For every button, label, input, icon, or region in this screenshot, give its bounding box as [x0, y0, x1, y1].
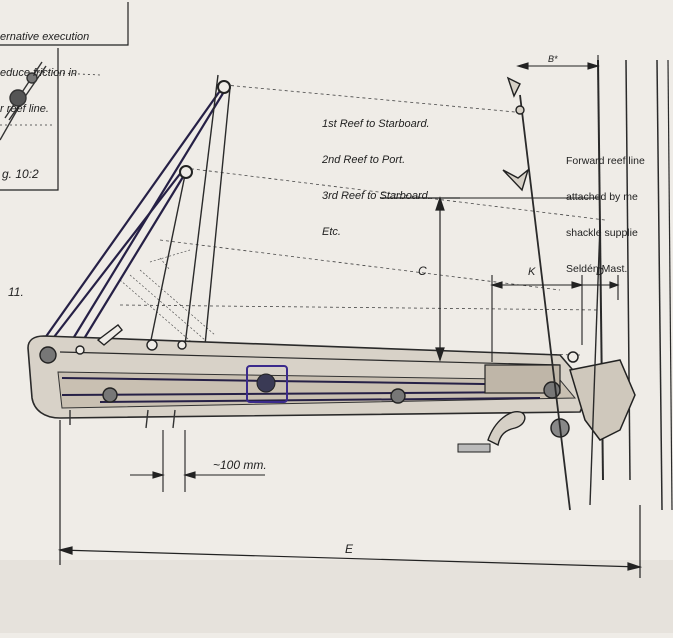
fig-block-detail — [0, 61, 101, 141]
corner-note-line-1: ernative execution — [0, 31, 90, 43]
forward-note-line-1: Forward reef line — [566, 155, 645, 167]
corner-note-line-2: educe friction in — [0, 67, 78, 79]
boom-top-edge — [59, 351, 561, 366]
corner-note-line-3: r reef line. — [0, 103, 49, 115]
fig-label: g. 10:2 — [2, 167, 39, 181]
reef-note-line-1: 1st Reef to Starboard. — [322, 118, 430, 130]
dimension-e-label: E — [345, 542, 354, 556]
leech — [149, 74, 231, 346]
boom-fittings — [75, 324, 187, 355]
paper-shade — [0, 560, 673, 633]
forward-reef-note: Forward reef line attached by me shackle… — [566, 131, 673, 299]
reef-note-line-4: Etc. — [322, 226, 341, 238]
reef-note-line-3: 3rd Reef to Starboard. — [322, 190, 431, 202]
forward-note-line-4: Seldén Mast. — [566, 263, 628, 275]
reef-note-line-2: 2nd Reef to Port. — [322, 154, 406, 166]
dimension-spacing-line — [130, 430, 265, 492]
gooseneck — [550, 351, 636, 441]
dimension-k-d-lines — [490, 275, 620, 362]
corner-note: ernative execution educe friction in r r… — [0, 7, 89, 139]
dimension-spacing-label: ~100 mm. — [213, 458, 267, 472]
dimension-d-label: D — [596, 266, 604, 278]
forward-reef-line — [519, 94, 571, 511]
forward-note-line-2: attached by me — [566, 191, 638, 203]
boom-internal-lines — [61, 377, 561, 403]
fig-box-border — [0, 48, 59, 191]
forward-note-line-3: shackle supplie — [566, 227, 638, 239]
luff-line — [589, 224, 601, 506]
dimension-b-line — [516, 55, 600, 80]
cringles — [179, 80, 231, 179]
leech-construction-lines — [119, 249, 216, 346]
hook-shaft — [457, 443, 491, 453]
boom-posts — [69, 409, 176, 429]
reef-hook — [487, 411, 526, 447]
luff-hooks — [502, 76, 530, 192]
corner-note-border — [0, 2, 129, 46]
highlighted-block — [246, 365, 288, 403]
item-number: 11. — [8, 285, 24, 299]
dimension-k-label: K — [528, 266, 536, 278]
boom — [27, 324, 591, 453]
highlighted-sheave — [256, 373, 276, 393]
dimension-c-label: C — [418, 264, 427, 278]
reef-sequence-note: 1st Reef to Starboard. 2nd Reef to Port.… — [322, 94, 431, 262]
dimension-c-line — [380, 196, 600, 362]
dimension-b-label: B* — [548, 54, 558, 64]
dimension-e-line — [57, 420, 643, 578]
